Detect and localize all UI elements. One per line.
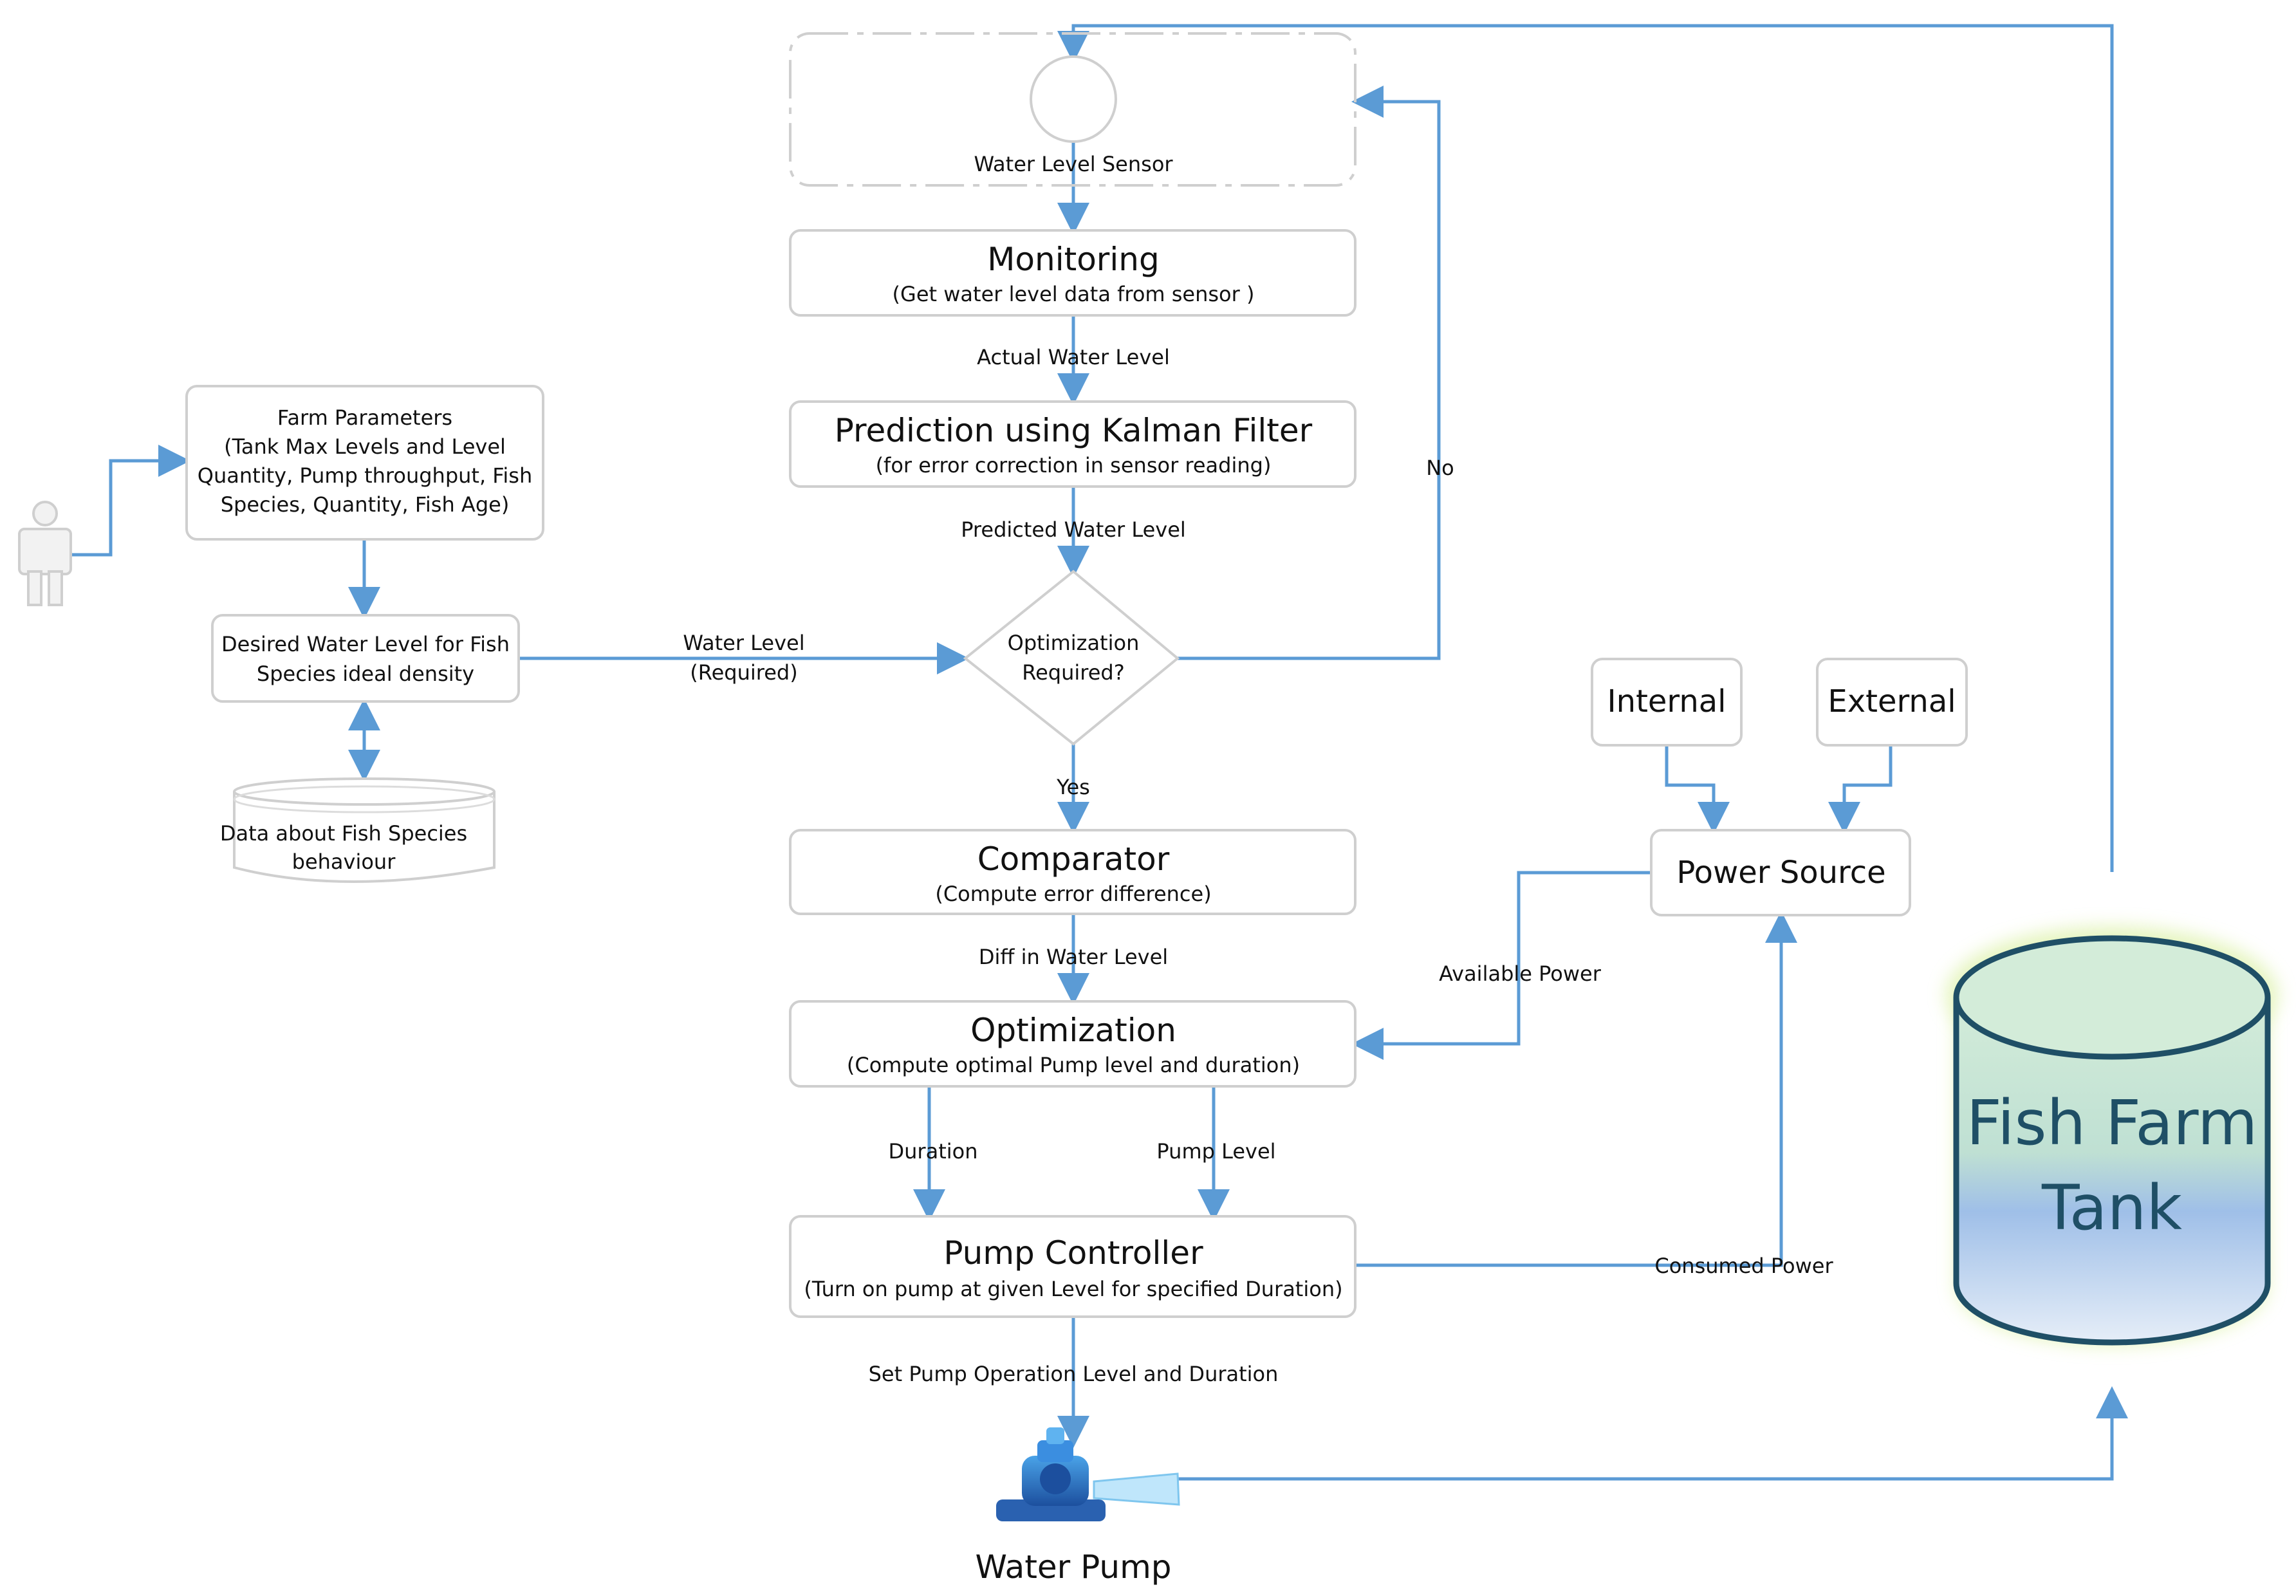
monitoring-subtitle: (Get water level data from sensor ) [893,282,1255,306]
internal-label: Internal [1607,683,1727,719]
tank-title-line2: Tank [2041,1172,2182,1244]
edge-label-pump-level: Pump Level [1156,1139,1275,1164]
desired-level-line2: Species ideal density [257,662,474,686]
farm-parameters-line1: Farm Parameters [277,405,452,430]
water-pump-label: Water Pump [975,1548,1171,1586]
connectors [68,24,2128,1481]
fish-species-database[interactable]: Data about Fish Species behaviour [220,777,495,883]
pump-cap [1046,1427,1064,1444]
pump-controller-rect [789,1215,1356,1318]
sensor-boundary [789,32,1356,187]
no-loop-arrow [1178,86,1441,660]
desired-water-level-box[interactable]: Desired Water Level for Fish Species ide… [211,614,520,703]
optimization-subtitle: (Compute optimal Pump level and duration… [847,1053,1300,1077]
edge-label-actual-water-level: Actual Water Level [977,345,1170,369]
monitoring-box[interactable]: Monitoring (Get water level data from se… [789,229,1356,317]
decision-line2: Required? [1022,660,1124,685]
edge-label-water-level: Water Level [683,631,804,655]
sensor-group: Water Level Sensor [789,32,1356,187]
power-source-label: Power Source [1676,855,1885,891]
comparator-rect [789,829,1356,915]
prediction-box[interactable]: Prediction using Kalman Filter (for erro… [789,400,1356,488]
consumed-power-arrow [1355,911,1797,1267]
database-line2: behaviour [292,849,396,874]
sensor-icon[interactable] [1030,55,1117,143]
tank-top [1953,935,2271,1060]
farm-parameters-line2: (Tank Max Levels and Level [224,434,506,459]
user-to-params-arrow [68,445,190,557]
desired-level-line1: Desired Water Level for Fish [221,632,510,656]
farm-parameters-rect [185,385,544,541]
pump-rotor [1040,1463,1071,1494]
power-source-box[interactable]: Power Source [1650,829,1911,916]
internal-box[interactable]: Internal [1591,658,1743,747]
desired-water-level-rect [211,614,520,703]
external-label: External [1828,683,1956,719]
edge-label-duration: Duration [889,1139,978,1164]
tank-body [1953,998,2271,1346]
edge-label-yes: Yes [1056,775,1090,799]
pump-outlet [1093,1472,1180,1506]
external-rect [1816,658,1968,747]
decision-diamond[interactable]: Optimization Required? [963,570,1180,746]
available-power-arrow [1351,871,1651,1060]
pump-controller-box[interactable]: Pump Controller (Turn on pump at given L… [789,1215,1356,1318]
farm-parameters-box[interactable]: Farm Parameters (Tank Max Levels and Lev… [185,385,544,541]
edge-label-diff-in-water-level: Diff in Water Level [979,945,1168,969]
comparator-subtitle: (Compute error difference) [935,882,1211,906]
internal-rect [1591,658,1743,747]
optimization-box[interactable]: Optimization (Compute optimal Pump level… [789,1000,1356,1088]
edge-label-consumed-power: Consumed Power [1654,1254,1833,1278]
farm-parameters-line3: Quantity, Pump throughput, Fish [198,463,532,488]
external-box[interactable]: External [1816,658,1968,747]
tank-to-sensor-arrow [1057,24,2114,872]
fish-farm-tank[interactable]: Fish Farm Tank [1946,927,2278,1346]
edge-label-set-pump-operation: Set Pump Operation Level and Duration [869,1362,1279,1386]
pump-to-tank-arrow [1178,1386,2128,1481]
comparator-box[interactable]: Comparator (Compute error difference) [789,829,1356,915]
database-line1: Data about Fish Species [220,821,467,846]
edge-label-required: (Required) [690,660,797,685]
pump-controller-subtitle: (Turn on pump at given Level for specifi… [804,1277,1342,1301]
database-ring [233,785,495,813]
database-top [233,777,495,806]
database-body [233,792,495,883]
farm-parameters-line4: Species, Quantity, Fish Age) [221,492,510,517]
comparator-title: Comparator [977,840,1170,878]
edge-label-no: No [1426,456,1454,480]
sensor-label: Water Level Sensor [974,152,1173,176]
optimization-title: Optimization [970,1012,1176,1049]
pump-controller-title: Pump Controller [943,1234,1203,1272]
decision-line1: Optimization [1008,631,1140,655]
user-icon [18,501,72,606]
pump-motor [1037,1440,1073,1462]
monitoring-title: Monitoring [987,241,1159,278]
water-pump-icon[interactable]: Water Pump [975,1427,1180,1586]
prediction-rect [789,400,1356,488]
prediction-title: Prediction using Kalman Filter [835,412,1313,449]
power-source-rect [1650,829,1911,916]
decision-shape [963,570,1180,746]
internal-to-power-arrow [1665,745,1730,834]
optimization-rect [789,1000,1356,1088]
external-to-power-arrow [1828,745,1893,834]
tank-title-line1: Fish Farm [1967,1087,2258,1159]
edge-label-available-power: Available Power [1439,961,1602,986]
prediction-subtitle: (for error correction in sensor reading) [876,453,1272,478]
monitoring-rect [789,229,1356,317]
edge-label-predicted-water-level: Predicted Water Level [961,517,1186,542]
